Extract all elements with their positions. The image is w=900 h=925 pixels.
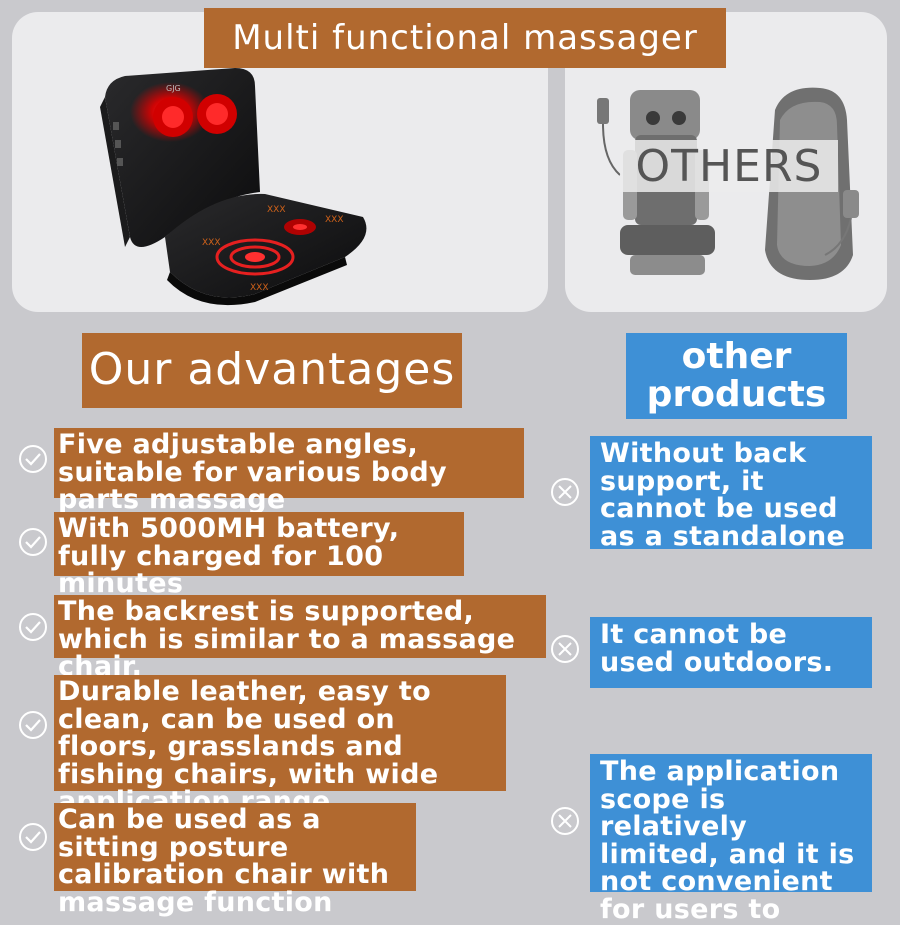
other-product-item: Without back support, it cannot be used … [590, 436, 872, 550]
svg-text:XXX: XXX [202, 238, 221, 248]
advantage-item: Can be used as a sitting posture calibra… [54, 803, 416, 916]
check-circle-icon [18, 444, 48, 474]
cross-circle-icon [550, 806, 580, 836]
other-product-item: It cannot be used outdoors. [590, 617, 872, 688]
cross-circle-icon [550, 634, 580, 664]
check-circle-icon [18, 527, 48, 557]
others-label: OTHERS [620, 140, 838, 192]
svg-text:XXX: XXX [267, 205, 286, 215]
check-circle-icon [18, 710, 48, 740]
cross-circle-icon [550, 477, 580, 507]
other-products-heading: other products [626, 333, 847, 419]
advantage-item: Five adjustable angles, suitable for var… [54, 428, 524, 513]
advantage-item: The backrest is supported, which is simi… [54, 595, 546, 680]
svg-text:XXX: XXX [250, 283, 269, 293]
advantage-item: With 5000MH battery, fully charged for 1… [54, 512, 464, 597]
massager-chair-image: XXX XXX XXX XXX [100, 68, 367, 306]
check-circle-icon [18, 822, 48, 852]
advantage-item: Durable leather, easy to clean, can be u… [54, 675, 506, 815]
page-title: Multi functional massager [204, 8, 726, 68]
svg-text:XXX: XXX [325, 215, 344, 225]
other-product-item: The application scope is relatively limi… [590, 754, 872, 923]
check-circle-icon [18, 612, 48, 642]
advantages-heading: Our advantages [82, 333, 462, 408]
product-logo: GJG [166, 84, 181, 93]
